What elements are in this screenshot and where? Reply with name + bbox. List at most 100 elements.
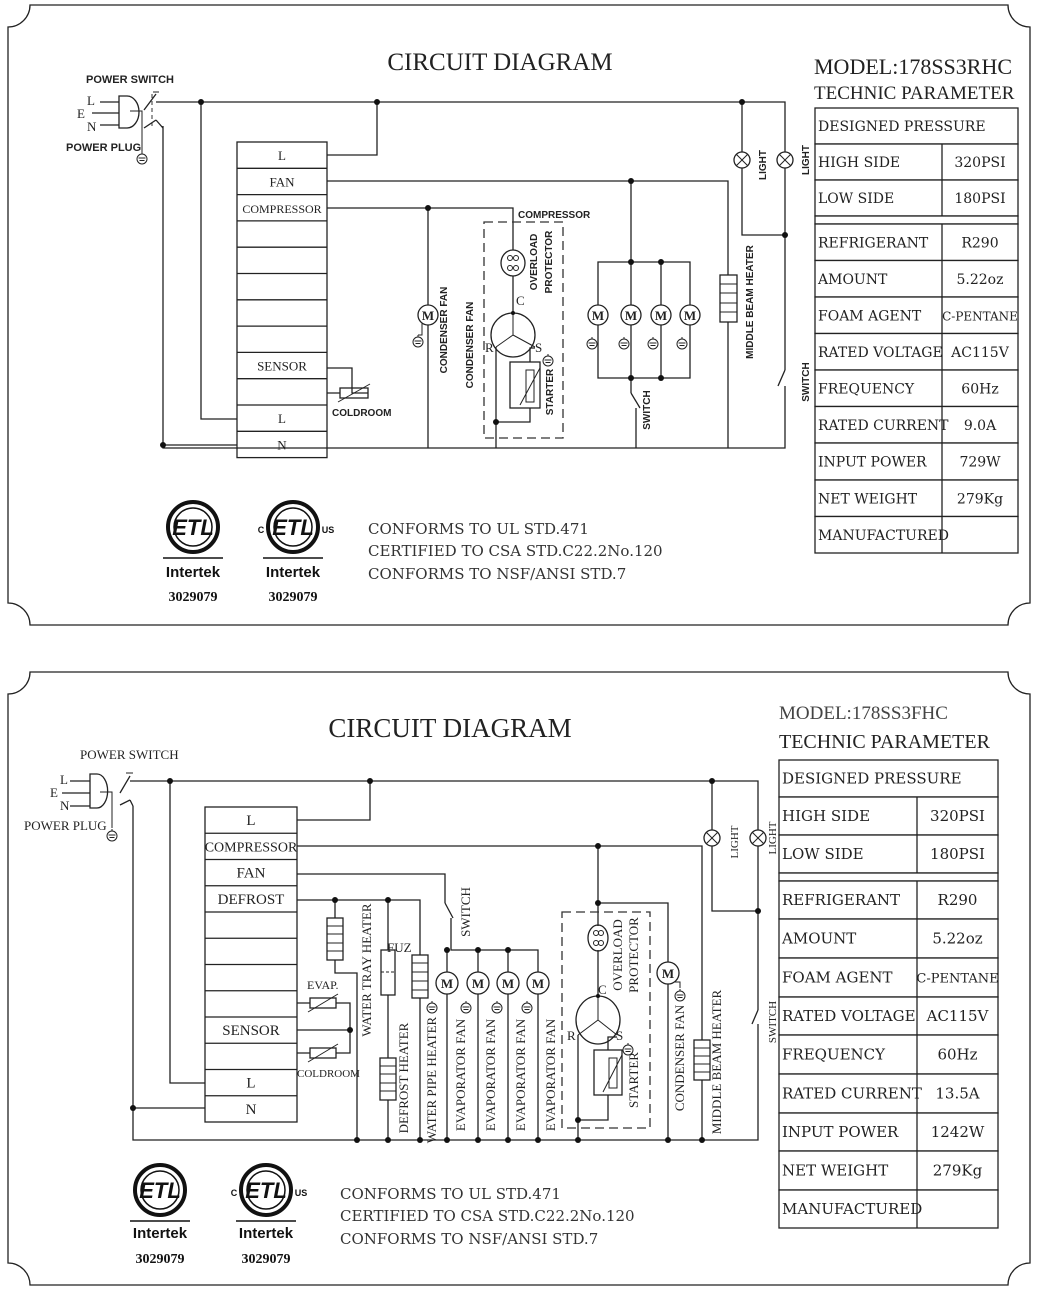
table-cell: [778, 796, 999, 836]
parameter-value: R290: [961, 235, 998, 251]
controller-terminal-label: SENSOR: [222, 1023, 280, 1039]
evaporator-fan-motor-icon: M: [618, 304, 642, 350]
middle-beam-heater-label: MIDDLE BEAM HEATER: [745, 244, 756, 358]
evaporator-fan-label: EVAPORATOR FAN: [483, 1018, 498, 1131]
light-lamp-icon: [703, 829, 721, 847]
controller-terminal-label: COMPRESSOR: [205, 840, 298, 855]
us-mark: US: [322, 525, 335, 535]
controller-terminal-label: SENSOR: [257, 359, 307, 374]
terminal-r-label: R: [567, 1028, 576, 1043]
us-mark: US: [295, 1188, 308, 1198]
terminal-r-label: R: [485, 340, 494, 355]
model-number: MODEL:178SS3RHC: [814, 54, 1012, 79]
parameter-label: MANUFACTURED: [782, 1200, 922, 1218]
light-label: LIGHT: [729, 825, 741, 858]
canada-mark: C: [258, 525, 265, 535]
evaporator-fan-label: EVAPORATOR FAN: [513, 1018, 528, 1131]
controller-terminal-label: N: [277, 437, 287, 452]
compressor-motor-icon: [575, 994, 621, 1045]
svg-text:M: M: [684, 308, 696, 323]
table-cell: [814, 515, 1019, 554]
switch-label: SWITCH: [642, 390, 653, 429]
light-lamp-icon: [733, 151, 751, 169]
panel-top: CIRCUIT DIAGRAM MODEL:178SS3RHC TECHNIC …: [7, 4, 1031, 626]
parameter-label: LOW SIDE: [782, 845, 864, 863]
cert-text: CONFORMS TO NSF/ANSI STD.7: [340, 1230, 598, 1248]
parameter-label: RATED CURRENT: [782, 1085, 922, 1103]
svg-text:M: M: [592, 308, 604, 323]
panel-border: [7, 4, 1031, 626]
table-separator: [778, 872, 999, 882]
parameter-value: 60Hz: [937, 1046, 977, 1064]
parameter-value: 60Hz: [961, 381, 998, 397]
svg-text:M: M: [422, 308, 434, 323]
parameter-value: 180PSI: [954, 191, 1005, 207]
parameter-label: DESIGNED PRESSURE: [782, 770, 962, 788]
parameter-value: C-PENTANE: [942, 309, 1018, 323]
cert-text: CONFORMS TO NSF/ANSI STD.7: [368, 565, 626, 583]
power-switch-icon: [143, 91, 164, 129]
etl-ring-icon: [239, 1163, 293, 1217]
protector-label: PROTECTOR: [626, 917, 641, 993]
water-pipe-heater-icon: [411, 954, 438, 1014]
overload-label: OVERLOAD: [529, 234, 540, 291]
evaporator-fan-motor-icon: M: [676, 304, 701, 350]
wiring: [156, 101, 786, 449]
compressor-assembly: C R S: [483, 221, 564, 439]
parameter-value: 5.22oz: [932, 930, 982, 948]
evaporator-fan-motor-icon: M: [435, 971, 472, 1014]
parameter-value: AC115V: [926, 1007, 990, 1025]
evaporator-fan-motor-icon: M: [526, 971, 550, 995]
starter-icon: [593, 1049, 623, 1096]
wiring: [130, 780, 759, 1141]
table-cell: [814, 405, 1019, 444]
plug-n-label: N: [87, 119, 97, 134]
table-cell: [814, 442, 1019, 481]
parameter-label: AMOUNT: [817, 272, 888, 288]
svg-text:M: M: [441, 976, 453, 991]
listing-number: 3029079: [269, 590, 318, 605]
compressor-label: COMPRESSOR: [518, 210, 591, 221]
table-cell: [814, 479, 1019, 518]
etl-inner-ring-icon: [246, 1170, 286, 1210]
table-cell: [778, 1034, 999, 1075]
fuz-label: FUZ: [387, 940, 412, 955]
overload-protector-icon: [500, 249, 526, 277]
table-cell: [778, 1112, 999, 1152]
terminal-s-label: S: [535, 340, 542, 355]
controller-terminal-label: L: [246, 813, 255, 829]
svg-text:M: M: [662, 966, 674, 981]
controller-terminal-label: L: [278, 411, 286, 426]
controller-terminal-label: DEFROST: [218, 892, 285, 908]
plug-e-label: E: [77, 106, 85, 121]
table-cell: [778, 834, 999, 874]
parameter-label: NET WEIGHT: [818, 491, 918, 507]
compressor-motor-icon: [490, 311, 536, 358]
parameter-label: AMOUNT: [781, 930, 856, 948]
parameter-label: REFRIGERANT: [818, 235, 929, 251]
terminal-s-label: S: [616, 1028, 623, 1043]
parameter-value: 729W: [959, 455, 1001, 471]
light-label: LIGHT: [767, 821, 779, 854]
listing-number: 3029079: [169, 590, 218, 605]
coldroom-label: COLDROOM: [297, 1068, 360, 1080]
table-cell: [778, 957, 999, 998]
power-switch-icon: [119, 772, 134, 807]
evaporator-fan-motor-icon: M: [496, 971, 533, 1014]
parameter-label: INPUT POWER: [782, 1123, 899, 1141]
parameter-value: C-PENTANE: [916, 972, 998, 987]
power-switch-label: POWER SWITCH: [80, 747, 179, 762]
parameter-value: 279Kg: [933, 1162, 983, 1180]
